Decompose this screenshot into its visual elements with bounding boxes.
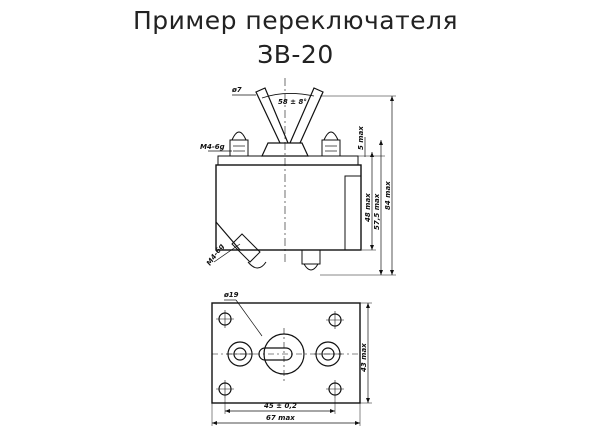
mounting-hole-top-right [326,311,344,329]
mounting-hole-bottom-left [216,380,234,398]
side-terminal-left [231,233,267,269]
mounting-hole-top-left [216,310,234,328]
lever [255,87,289,144]
body-depth-label: 43 max [360,343,368,372]
center-diameter-label: ø19 [223,291,239,299]
lever-base [261,142,309,157]
side-thread-label: М4-6g [205,242,226,267]
side-terminal-right [301,249,321,271]
mount-spacing-label: 45 ± 0,2 [264,402,297,410]
lever-tip-label: 5 max [357,126,365,150]
body-height-label: 48 max [364,193,372,222]
mounting-plate [211,302,361,404]
model-name: ЗВ-20 [257,40,334,69]
top-thread-label: М4-6g [200,143,225,151]
top-terminal-right [321,131,341,157]
total-a-label: 57,5 max [373,193,381,230]
mounting-hole-bottom-right [326,380,344,398]
switch-body [215,164,362,251]
body-width-label: 67 max [266,414,295,422]
page-title: Пример переключателя [132,6,459,35]
total-b-label: 84 max [384,181,392,210]
lever-diameter-label: ø7 [231,86,242,94]
top-view [211,299,372,426]
lever-angle-label: 58 ± 8° [278,98,307,106]
side-view [208,78,396,276]
top-terminal-left [229,131,249,157]
